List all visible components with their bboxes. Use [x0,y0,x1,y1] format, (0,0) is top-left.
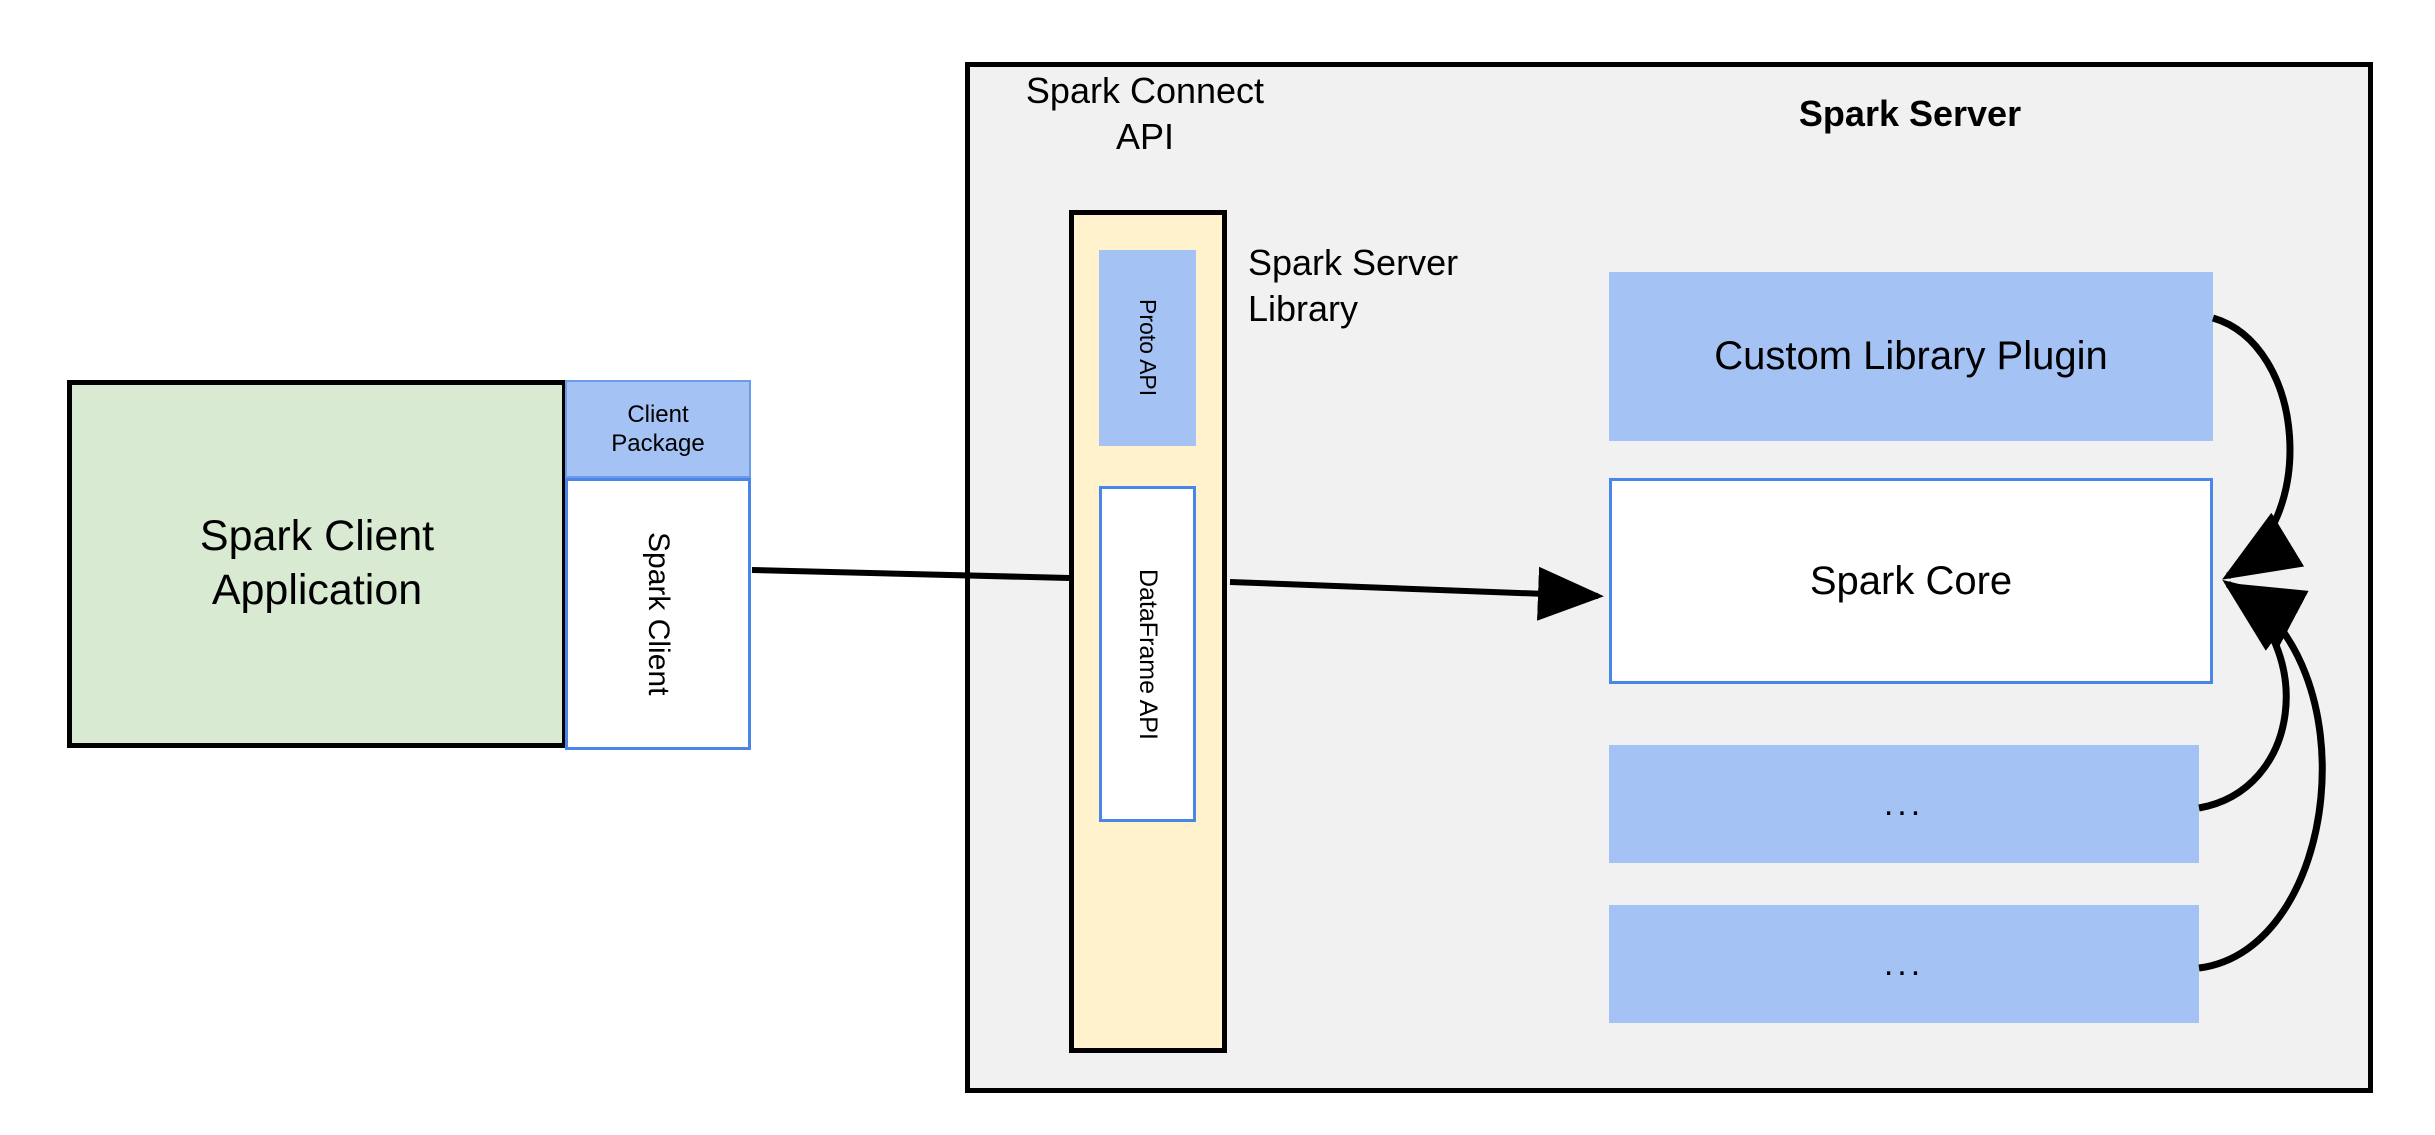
client-package-label-line2: Package [611,430,705,457]
proto-api-box[interactable]: Proto API [1099,250,1196,446]
spark-client-box[interactable]: Spark Client [565,478,751,750]
server-component-ellipsis-1-label: ... [1883,784,1925,823]
spark-core-label: Spark Core [1809,558,2013,603]
spark-client-application-label-line2: Application [211,566,423,614]
spark-connect-api-label-line2: API [1115,116,1174,157]
spark-server-library-label: Spark Server Library [1248,240,1538,332]
server-component-ellipsis-2[interactable]: ... [1609,905,2199,1023]
spark-server-title: Spark Server [1798,93,2022,134]
custom-library-plugin-label: Custom Library Plugin [1714,334,2108,378]
spark-client-application-label-line1: Spark Client [199,512,435,561]
server-component-ellipsis-1[interactable]: ... [1609,745,2199,863]
spark-core-box[interactable]: Spark Core [1609,478,2213,684]
spark-client-application-box[interactable]: Spark Client Application [67,380,567,748]
spark-connect-api-label: Spark Connect API [1000,68,1290,160]
server-component-ellipsis-2-label: ... [1883,944,1925,983]
spark-client-label: Spark Client [642,532,675,696]
client-package-box[interactable]: Client Package [565,380,751,478]
proto-api-label: Proto API [1135,299,1161,397]
spark-server-library-label-line2: Library [1248,288,1359,329]
spark-connect-api-label-line1: Spark Connect [1025,69,1265,111]
dataframe-api-box[interactable]: DataFrame API [1099,486,1196,822]
spark-server-library-label-line1: Spark Server [1248,241,1459,283]
client-package-label-line1: Client [627,400,689,428]
dataframe-api-label: DataFrame API [1134,568,1162,740]
custom-library-plugin-box[interactable]: Custom Library Plugin [1609,272,2213,441]
